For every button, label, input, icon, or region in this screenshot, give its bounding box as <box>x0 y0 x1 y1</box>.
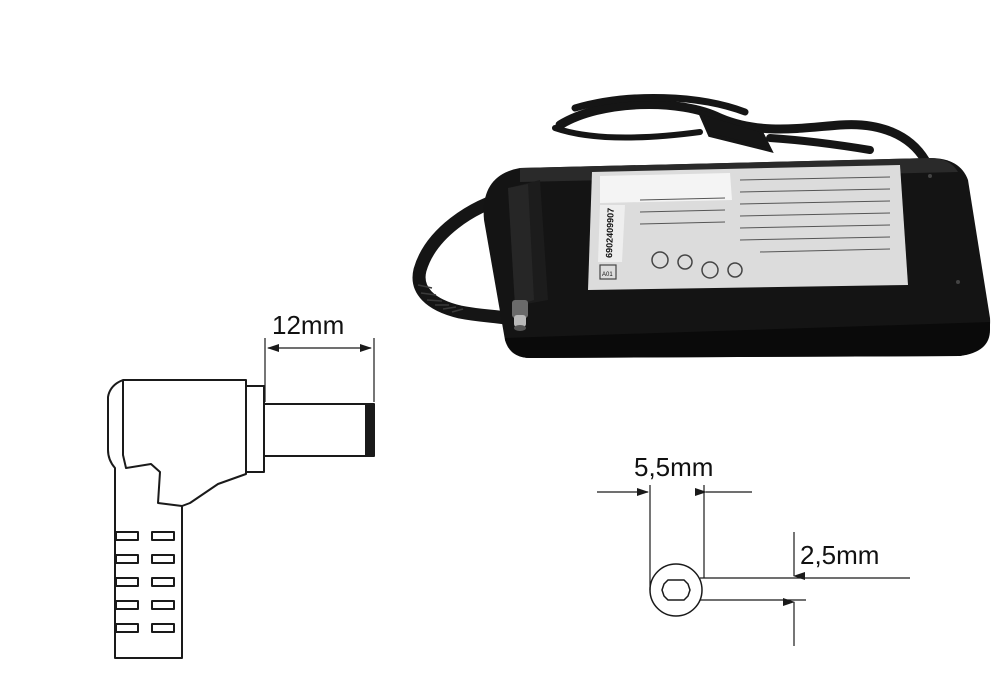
adapter-label-sticker: A01 6902409907 <box>588 165 908 290</box>
plug-housing-outline <box>107 379 247 659</box>
dimension-inner-diameter <box>700 532 910 646</box>
label-part-number: 6902409907 <box>604 208 616 258</box>
dimension-label-plug-length: 12mm <box>272 310 344 340</box>
plug-housing-inner <box>122 380 183 507</box>
plug-outer-ring <box>649 563 703 617</box>
cable-strain-relief <box>417 284 464 313</box>
plug-tip <box>365 403 375 457</box>
plug-collar <box>245 385 265 473</box>
adapter-photo: A01 6902409907 <box>412 94 991 358</box>
dimension-label-outer-diameter: 5,5mm <box>634 452 713 482</box>
dimension-label-inner-diameter: 2,5mm <box>800 540 879 570</box>
dimension-plug-length <box>264 338 375 402</box>
plug-front-view <box>649 563 703 617</box>
dimension-outer-diameter <box>597 485 752 590</box>
adapter-dc-plug <box>508 180 548 331</box>
plug-inner-pin <box>661 579 691 601</box>
label-code-box: A01 <box>602 272 613 278</box>
plug-barrel <box>263 403 373 457</box>
plug-strain-relief <box>115 531 175 633</box>
plug-side-view <box>107 379 375 659</box>
